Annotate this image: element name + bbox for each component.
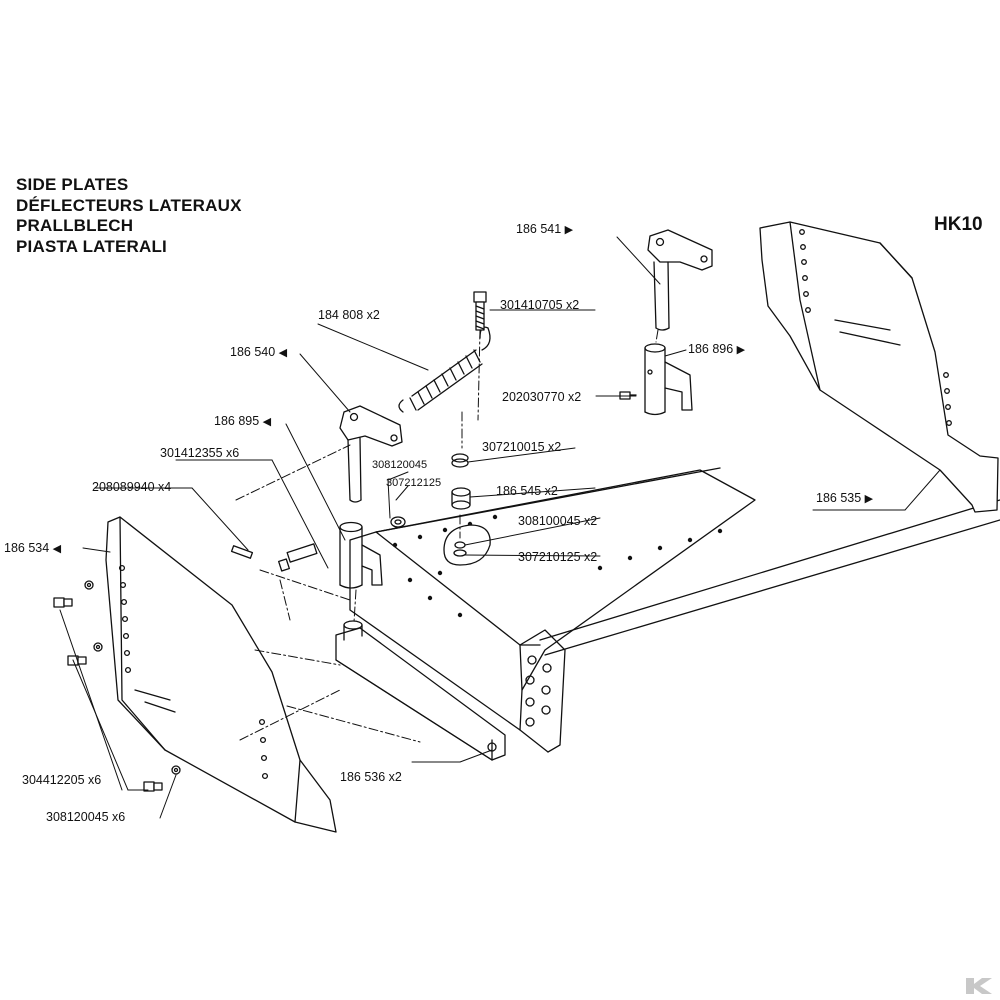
- part-label-186534: 186 534 ◀: [4, 541, 62, 555]
- part-label-301412355: 301412355 x6: [160, 446, 240, 460]
- part-label-301410705: 301410705 x2: [500, 298, 580, 312]
- pivot-bracket: [339, 521, 383, 589]
- part-label-208089940: 208089940 x4: [92, 480, 172, 494]
- tension-spring: [398, 326, 491, 413]
- bushing-186545: [451, 487, 471, 510]
- part-label-307210015: 307210015 x2: [482, 440, 562, 454]
- bolt-301412355: [278, 543, 318, 572]
- lower-arm: [335, 620, 506, 761]
- part-label-308120045-single: 308120045: [372, 459, 428, 471]
- triangle-icon: ▶: [736, 344, 746, 356]
- part-label-308120045-x6: 308120045 x6: [46, 810, 126, 824]
- part-label-202030770: 202030770 x2: [502, 390, 582, 404]
- part-label-184808: 184 808 x2: [318, 308, 380, 322]
- triangle-icon: ◀: [262, 416, 272, 428]
- assembly-centerlines: [235, 329, 659, 743]
- lever-arm-left: [339, 405, 403, 503]
- triangle-icon: ◀: [278, 347, 288, 359]
- part-label-186896: 186 896 ▶: [688, 342, 746, 356]
- title-line-it: PIASTA LATERALI: [16, 236, 167, 256]
- part-label-186895: 186 895 ◀: [214, 414, 272, 428]
- title-line-fr: DÉFLECTEURS LATERAUX: [16, 195, 242, 215]
- nut-308120045: [390, 516, 406, 528]
- washer-307210015: [451, 453, 469, 468]
- left-side-plate: [105, 516, 337, 833]
- title-line-en: SIDE PLATES: [16, 175, 129, 194]
- part-label-308100045: 308100045 x2: [518, 514, 598, 528]
- model-code: HK10: [934, 214, 983, 235]
- part-label-186545: 186 545 x2: [496, 484, 558, 498]
- diagram-title: SIDE PLATES DÉFLECTEURS LATERAUX PRALLBL…: [16, 175, 242, 257]
- part-label-304412205: 304412205 x6: [22, 773, 102, 787]
- lever-arm-right: [647, 229, 713, 331]
- triangle-icon: ▶: [564, 224, 574, 236]
- part-label-186541: 186 541 ▶: [516, 222, 574, 236]
- triangle-icon: ◀: [52, 543, 62, 555]
- title-line-de: PRALLBLECH: [16, 216, 134, 235]
- part-label-186536: 186 536 x2: [340, 770, 402, 784]
- part-label-186540: 186 540 ◀: [230, 345, 288, 359]
- brand-logo-icon: [966, 978, 992, 994]
- triangle-icon: ▶: [864, 493, 874, 505]
- part-label-307212125: 307212125: [386, 477, 442, 489]
- part-label-186535: 186 535 ▶: [816, 491, 874, 505]
- right-side-plate: [759, 221, 999, 513]
- main-frame-beam: [349, 467, 1000, 753]
- bolt-top: [473, 291, 487, 331]
- leader-lines: [59, 236, 941, 819]
- part-label-307210125: 307210125 x2: [518, 550, 598, 564]
- pin-208089940: [230, 545, 254, 559]
- pivot-bracket-right: [644, 343, 693, 416]
